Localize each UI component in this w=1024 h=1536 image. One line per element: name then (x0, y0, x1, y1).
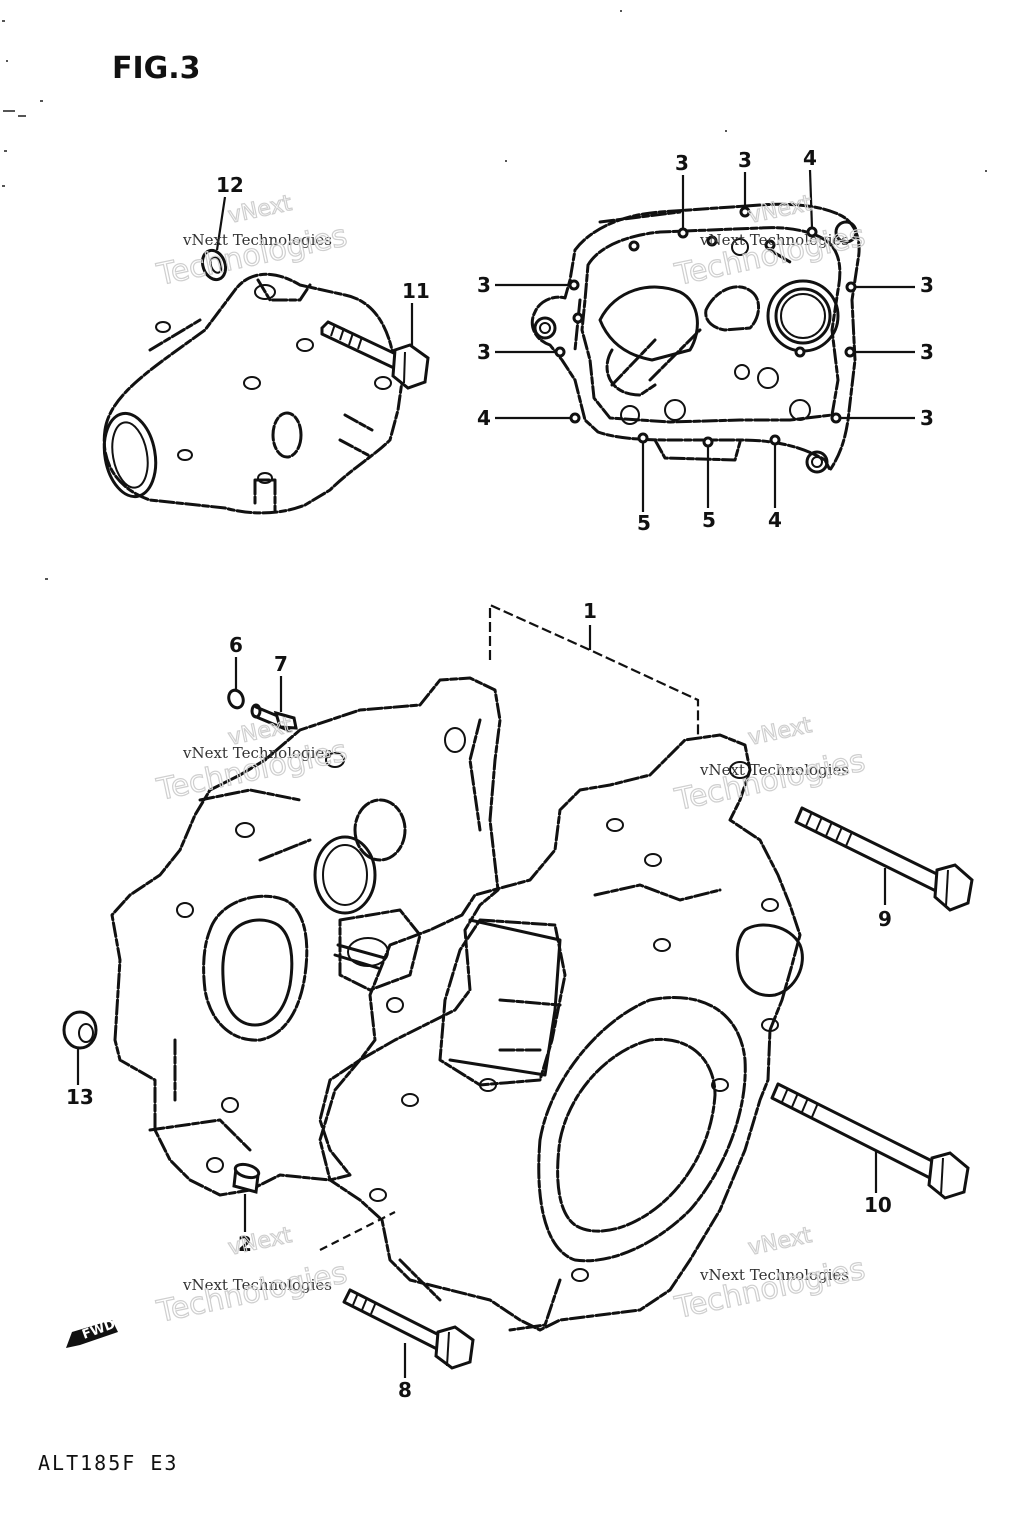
clutch-cover-drawing (102, 272, 407, 515)
watermark-3: vNext vNext Technologies Technologies (153, 712, 351, 808)
watermark-4: vNext vNext Technologies Technologies (671, 712, 869, 819)
callout-5-a: 5 (637, 511, 651, 535)
svg-text:vNext: vNext (746, 191, 814, 229)
callout-labels: 12 11 3 3 4 3 3 4 3 3 3 5 5 4 1 6 7 13 2… (66, 146, 934, 1402)
svg-text:Technologies: Technologies (153, 219, 350, 294)
svg-text:Technologies: Technologies (153, 1256, 350, 1331)
figure-title: FIG.3 (112, 51, 201, 86)
callout-4-bottom: 4 (768, 508, 782, 532)
callout-7: 7 (274, 652, 288, 676)
bolt-part-10 (770, 1082, 970, 1200)
svg-text:Technologies: Technologies (671, 744, 868, 819)
callout-6: 6 (229, 633, 243, 657)
bolt-part-11 (320, 320, 430, 390)
bolt-holes (554, 206, 857, 448)
svg-text:Technologies: Technologies (671, 1252, 868, 1327)
callout-4-left: 4 (477, 406, 491, 430)
bolt-part-9 (794, 806, 974, 912)
bolt-part-8 (342, 1288, 475, 1370)
svg-text:vNext Technologies: vNext Technologies (699, 231, 849, 249)
svg-text:vNext: vNext (226, 1223, 294, 1261)
scan-speckle (2, 10, 987, 580)
callout-1: 1 (583, 599, 597, 623)
svg-text:vNext: vNext (746, 1223, 814, 1261)
svg-text:vNext Technologies: vNext Technologies (182, 231, 332, 249)
callout-4-top: 4 (803, 146, 817, 170)
figure-code: ALT185F E3 (38, 1451, 178, 1475)
crankcase-gasket-drawing (530, 202, 861, 474)
svg-text:vNext Technologies: vNext Technologies (699, 761, 849, 779)
callout-3-top-a: 3 (675, 151, 689, 175)
callout-2: 2 (238, 1232, 252, 1256)
callout-3-right-a: 3 (920, 273, 934, 297)
svg-text:vNext Technologies: vNext Technologies (182, 1276, 332, 1294)
fwd-label: FWD (80, 1317, 117, 1343)
callout-5-b: 5 (702, 508, 716, 532)
callout-3-right-c: 3 (920, 406, 934, 430)
washer-part-12 (200, 248, 228, 282)
callout-9: 9 (878, 907, 892, 931)
forward-arrow-icon: FWD (66, 1317, 118, 1348)
stud-part-7 (250, 703, 298, 733)
callout-3-right-b: 3 (920, 340, 934, 364)
leader-lines (76, 169, 915, 1378)
callout-10: 10 (864, 1193, 892, 1217)
callout-3-left-b: 3 (477, 340, 491, 364)
watermark-5: vNext vNext Technologies Technologies (153, 1222, 351, 1331)
svg-text:vNext Technologies: vNext Technologies (699, 1266, 849, 1284)
cap-part-13 (62, 1010, 98, 1050)
callout-13: 13 (66, 1085, 94, 1109)
callout-3-left-a: 3 (477, 273, 491, 297)
crankcase-right-half (318, 733, 804, 1332)
dowel-pin-part-2 (232, 1162, 261, 1194)
watermark-6: vNext vNext Technologies Technologies (671, 1222, 869, 1327)
crankcase-left-half (110, 676, 502, 1197)
callout-3-top-b: 3 (738, 148, 752, 172)
washer-part-6 (227, 688, 245, 710)
callout-8: 8 (398, 1378, 412, 1402)
svg-text:vNext Technologies: vNext Technologies (182, 744, 332, 762)
callout-12: 12 (216, 173, 244, 197)
svg-text:vNext: vNext (746, 713, 814, 751)
callout-11: 11 (402, 279, 430, 303)
